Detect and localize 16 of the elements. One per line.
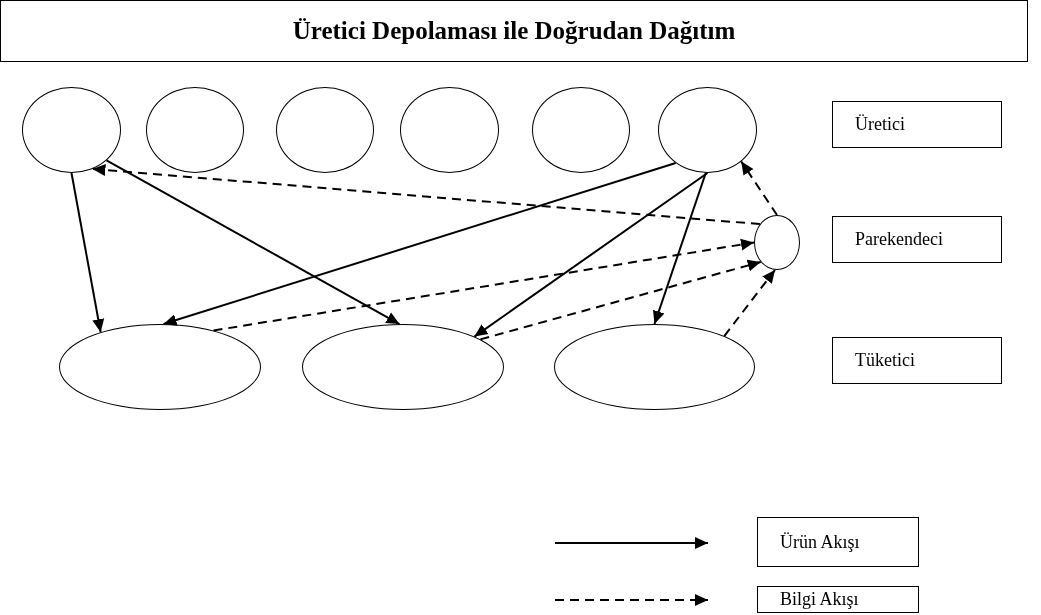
dashed-arrow (723, 268, 776, 338)
label-box: Tüketici (832, 337, 1002, 384)
dashed-arrow (479, 259, 762, 341)
dashed-arrow (740, 160, 778, 216)
arrow (162, 161, 677, 326)
arrow (473, 172, 709, 338)
label-box: Üretici (832, 101, 1002, 148)
arrow (70, 172, 105, 334)
legend-label: Ürün Akışı (757, 517, 919, 567)
dashed-arrow (91, 164, 761, 226)
label-box: Parekendeci (832, 216, 1002, 263)
arrow (105, 159, 401, 326)
legend-label: Bilgi Akışı (757, 586, 919, 613)
title: Üretici Depolaması ile Doğrudan Dağıtım (0, 0, 1028, 62)
dashed-arrow (212, 238, 755, 332)
arrow (653, 171, 707, 325)
